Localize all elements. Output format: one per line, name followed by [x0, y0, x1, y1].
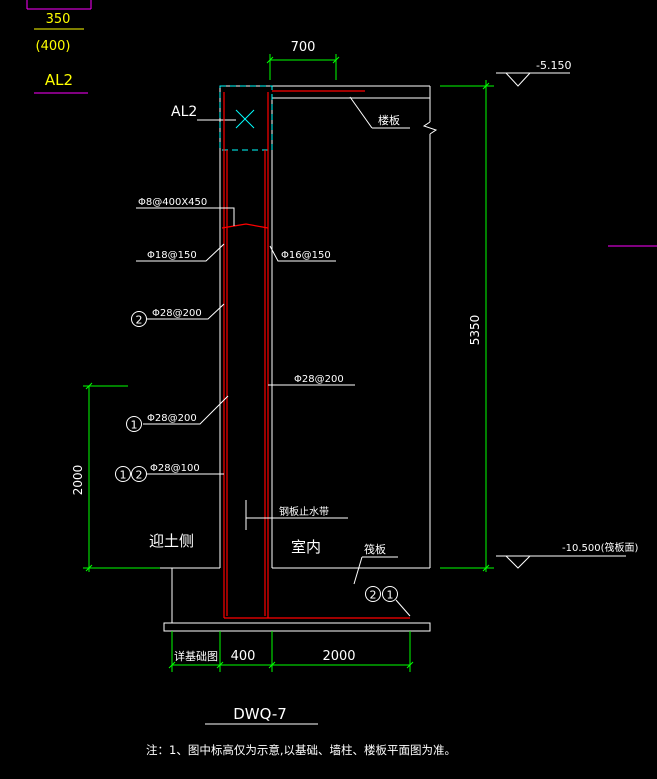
leader-stirrup	[136, 207, 235, 226]
indoor-label: 室内	[291, 538, 321, 556]
leader-raft	[353, 556, 363, 585]
drawing-note: 注：1、图中标高仅为示意,以基础、墙柱、楼板平面图为准。	[146, 743, 456, 757]
circle-mark-1-pair: 1	[115, 466, 131, 482]
total-height-text: 5350	[468, 315, 482, 346]
dimension-left-height	[83, 382, 160, 572]
svg-text:1: 1	[120, 469, 127, 482]
svg-text:2: 2	[370, 589, 377, 602]
level-top-symbol	[496, 72, 570, 87]
rebar-lines	[221, 90, 410, 619]
base-wall-text: 400	[231, 649, 256, 664]
label-width: 350	[46, 12, 71, 27]
circle-mark-2-left: 2	[131, 311, 147, 327]
rebar-right-horizontal-label: Φ16@150	[281, 250, 331, 261]
raft-label: 筏板	[364, 542, 386, 556]
dimension-total-height	[440, 80, 494, 572]
leader-mark2	[147, 303, 225, 320]
svg-text:1: 1	[131, 419, 138, 432]
dimension-top-width	[266, 54, 340, 80]
rebar-stirrup	[221, 223, 269, 229]
beam-box	[219, 85, 273, 151]
base-right-text: 2000	[322, 649, 355, 664]
top-width-text: 700	[291, 40, 316, 55]
base-slab	[163, 622, 431, 632]
dimension-base	[168, 631, 414, 672]
waterstop-label: 钢板止水带	[279, 505, 329, 518]
top-slab-label: 楼板	[378, 113, 400, 127]
level-top-text: -5.150	[536, 59, 571, 72]
rebar-mark1-label: Φ28@200	[147, 413, 197, 424]
circle-mark-1-left: 1	[126, 416, 142, 432]
drawing-title: DWQ-7	[233, 705, 287, 723]
leader-top-slab	[349, 96, 373, 129]
rebar-stirrup-label: Φ8@400X450	[138, 197, 207, 208]
svg-text:1: 1	[387, 589, 394, 602]
label-width-alt: (400)	[36, 39, 71, 54]
soil-side-label: 迎土侧	[149, 532, 194, 550]
leader-right-horizontal	[269, 245, 336, 262]
rebar-mark2-label: Φ28@200	[152, 308, 202, 319]
beam-cross-b	[235, 109, 255, 129]
beam-al2	[219, 85, 273, 151]
level-bottom-text: -10.500(筏板面)	[562, 541, 638, 554]
base-left-text: 详基础图	[174, 649, 218, 663]
break-symbol	[422, 121, 438, 135]
raft-mark-leader	[395, 599, 411, 617]
level-bottom-symbol	[496, 555, 626, 569]
circle-mark-1-raft: 1	[382, 586, 398, 602]
leader-lines	[136, 96, 410, 585]
svg-text:2: 2	[136, 469, 143, 482]
rebar-right-vertical-label: Φ28@200	[294, 374, 344, 385]
leader-mark1	[143, 395, 229, 425]
section-label: 350 (400) AL2	[26, 0, 92, 94]
circle-mark-2-pair: 2	[131, 466, 147, 482]
label-code: AL2	[45, 71, 73, 89]
left-height-text: 2000	[71, 465, 85, 496]
rebar-left-horizontal-label: Φ18@150	[147, 250, 197, 261]
svg-text:2: 2	[136, 314, 143, 327]
leader-left-horizontal	[136, 243, 225, 262]
rebar-mark12-label: Φ28@100	[150, 463, 200, 474]
circle-mark-2-raft: 2	[365, 586, 381, 602]
beam-tag: AL2	[171, 104, 197, 120]
